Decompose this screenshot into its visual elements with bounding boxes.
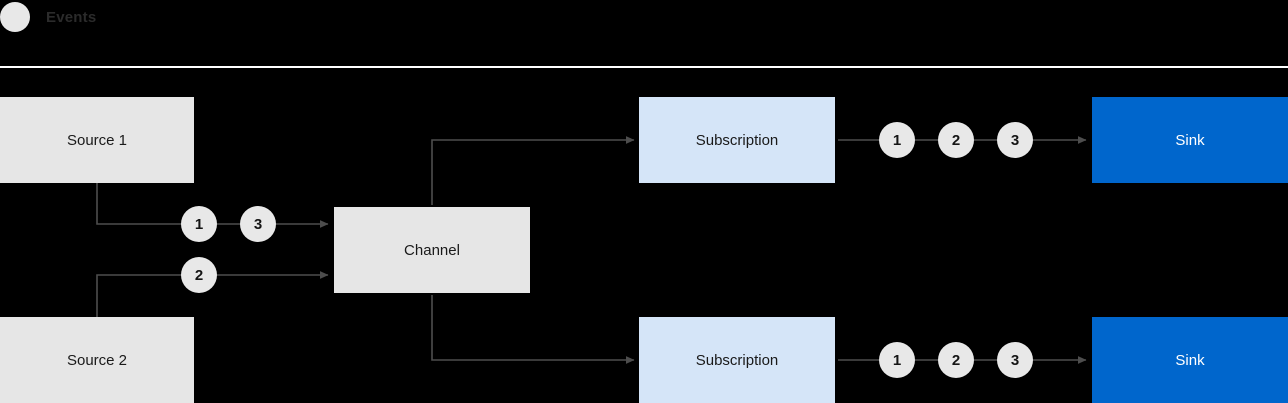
node-label: Source 1 bbox=[66, 131, 128, 149]
node-channel[interactable]: Channel bbox=[334, 207, 530, 293]
event-bubble-sub1-3: 3 bbox=[997, 122, 1033, 158]
event-bubble-label: 1 bbox=[892, 131, 902, 149]
node-sink-2[interactable]: Sink bbox=[1092, 317, 1288, 403]
node-source-2[interactable]: Source 2 bbox=[0, 317, 194, 403]
node-label: Sink bbox=[1175, 131, 1205, 149]
event-bubble-sub2-3: 3 bbox=[997, 342, 1033, 378]
event-bubble-label: 1 bbox=[194, 215, 204, 233]
legend-label: Events bbox=[46, 8, 97, 26]
event-bubble-source1-1: 1 bbox=[181, 206, 217, 242]
event-bubble-label: 3 bbox=[1010, 131, 1020, 149]
header-divider bbox=[0, 66, 1288, 68]
node-sink-1[interactable]: Sink bbox=[1092, 97, 1288, 183]
node-subscription-2[interactable]: Subscription bbox=[639, 317, 835, 403]
event-bubble-label: 3 bbox=[1010, 351, 1020, 369]
event-bubble-source1-3: 3 bbox=[240, 206, 276, 242]
event-bubble-sub1-2: 2 bbox=[938, 122, 974, 158]
event-bubble-source2-2: 2 bbox=[181, 257, 217, 293]
event-bubble-sub2-1: 1 bbox=[879, 342, 915, 378]
node-label: Source 2 bbox=[66, 351, 128, 369]
event-bubble-sub1-1: 1 bbox=[879, 122, 915, 158]
legend: Events bbox=[0, 0, 96, 34]
event-bubble-label: 1 bbox=[892, 351, 902, 369]
node-label: Subscription bbox=[695, 131, 779, 149]
event-bubble-sub2-2: 2 bbox=[938, 342, 974, 378]
node-label: Sink bbox=[1175, 351, 1205, 369]
event-dot-icon bbox=[0, 2, 30, 32]
event-bubble-label: 2 bbox=[194, 266, 204, 284]
node-label: Channel bbox=[404, 241, 460, 259]
node-source-1[interactable]: Source 1 bbox=[0, 97, 194, 183]
event-bubble-label: 3 bbox=[253, 215, 263, 233]
event-bubble-label: 2 bbox=[951, 351, 961, 369]
event-bubble-label: 2 bbox=[951, 131, 961, 149]
node-label: Subscription bbox=[695, 351, 779, 369]
node-subscription-1[interactable]: Subscription bbox=[639, 97, 835, 183]
